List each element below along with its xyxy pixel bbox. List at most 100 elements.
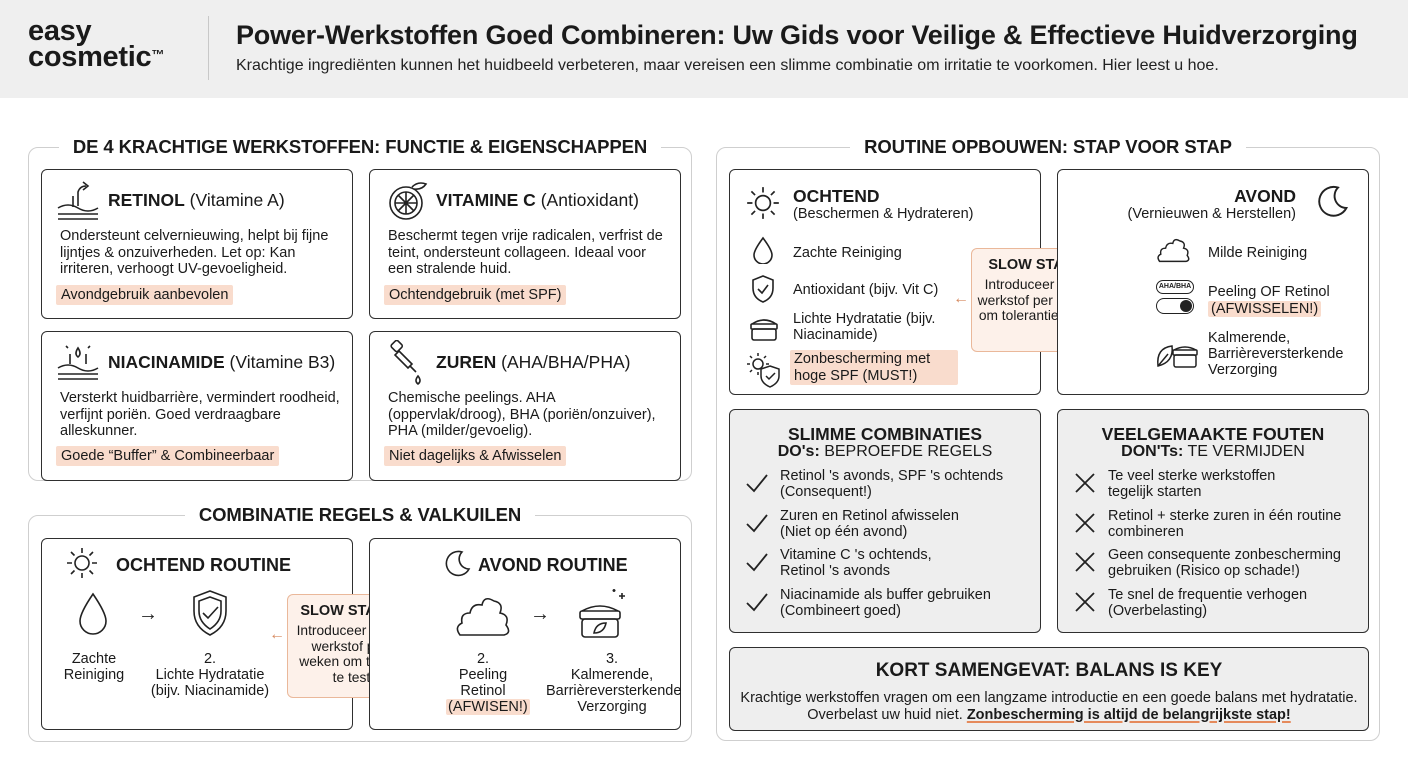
dos-item-1: Retinol 's avonds, SPF 's ochtends (Cons… <box>780 468 1004 500</box>
ochtend-step2-number: 2. <box>203 651 217 667</box>
list-item: Retinol + sterke zuren in één routine co… <box>1072 508 1360 548</box>
dos-item-4: Niacinamide als buffer gebruiken (Combin… <box>780 587 991 619</box>
avond-step3-label: Kalmerende, Barrièreversterkende Verzorg… <box>546 667 682 715</box>
arrow-right-icon: → <box>530 603 550 625</box>
routine-avond-item-2: Peeling OF Retinol <box>1208 284 1330 300</box>
routine-avond-item-2-note: (AFWISSELEN!) <box>1208 301 1322 317</box>
dos-card: SLIMME COMBINATIES DO's: BEPROEFDE REGEL… <box>729 409 1041 633</box>
shield-check-icon <box>190 589 230 637</box>
donts-item-3: Geen consequente zonbescherming gebruike… <box>1108 547 1341 579</box>
routine-ochtend-item-2: Antioxidant (bijv. Vit C) <box>793 282 939 298</box>
ochtend-step2-label: Lichte Hydratatie (bijv. Niacinamide) <box>150 667 270 699</box>
card-vitamine-c: VITAMINE C (Antioxidant) Beschermt tegen… <box>369 169 681 319</box>
arrow-right-icon: → <box>138 603 158 625</box>
werkstoffen-panel: DE 4 KRACHTIGE WERKSTOFFEN: FUNCTIE & EI… <box>28 136 692 481</box>
logo-line2: cosmetic <box>28 41 152 73</box>
routine-ochtend-sub: (Beschermen & Hydrateren) <box>793 206 974 222</box>
dos-title: SLIMME COMBINATIES <box>787 424 983 444</box>
arrow-left-icon: ← <box>269 626 285 643</box>
card-niacinamide-name: NIACINAMIDE <box>108 352 225 372</box>
donts-sub-bold: DON'Ts: <box>1121 443 1184 460</box>
routine-ochtend-item-1: Zachte Reiniging <box>793 245 902 261</box>
sun-icon <box>64 545 100 581</box>
ochtend-routine-title: OCHTEND ROUTINE <box>116 555 291 575</box>
donts-item-2: Retinol + sterke zuren in één routine co… <box>1108 508 1342 540</box>
card-retinol-badge: Avondgebruik aanbevolen <box>56 285 234 305</box>
donts-item-1: Te veel sterke werkstoffen tegelijk star… <box>1108 468 1276 500</box>
checkmark-icon <box>744 470 770 496</box>
routine-ochtend-title: OCHTEND <box>793 186 880 206</box>
skin-renewal-icon <box>56 180 100 222</box>
ochtend-routine-card: OCHTEND ROUTINE → Zachte Reiniging 2. Li… <box>41 538 353 730</box>
routine-avond-card: AVOND (Vernieuwen & Herstellen) Milde Re… <box>1057 169 1369 395</box>
foam-icon <box>1156 236 1192 264</box>
list-item: Te veel sterke werkstoffen tegelijk star… <box>1072 468 1360 508</box>
routine-avond-sub: (Vernieuwen & Herstellen) <box>1127 206 1296 222</box>
routine-panel: ROUTINE OPBOUWEN: STAP VOOR STAP OCHTEND… <box>716 136 1380 741</box>
card-zuren-name: ZUREN <box>436 352 497 372</box>
list-item: Niacinamide als buffer gebruiken (Combin… <box>744 587 1032 627</box>
page-subtitle: Krachtige ingrediënten kunnen het huidbe… <box>236 57 1219 74</box>
card-niacinamide-badge: Goede “Buffer” & Combineerbaar <box>56 446 280 466</box>
brand-logo: easy cosmetic™ <box>28 15 164 73</box>
combinatie-title: COMBINATIE REGELS & VALKUILEN <box>184 504 536 525</box>
moon-icon <box>442 549 472 579</box>
avond-step2-label-a: Peeling <box>458 667 508 683</box>
page-header: easy cosmetic™ Power-Werkstoffen Goed Co… <box>0 0 1408 98</box>
leaf-jar-icon <box>574 587 630 639</box>
sun-icon <box>744 184 782 222</box>
checkmark-icon <box>744 549 770 575</box>
dos-item-2: Zuren en Retinol afwisselen (Niet op één… <box>780 508 959 540</box>
moon-icon <box>1314 184 1350 220</box>
routine-ochtend-item-4: Zonbescherming met hoge SPF (MUST!) <box>790 350 958 385</box>
donts-title: VEELGEMAAKTE FOUTEN <box>1101 424 1325 444</box>
ochtend-step1-label: Zachte Reiniging <box>63 651 125 683</box>
summary-title: KORT SAMENGEVAT: BALANS IS KEY <box>875 660 1223 681</box>
werkstoffen-title: DE 4 KRACHTIGE WERKSTOFFEN: FUNCTIE & EI… <box>58 136 662 157</box>
toggle-icon: AHA/BHA <box>1156 280 1194 314</box>
card-niacinamide: NIACINAMIDE (Vitamine B3) Versterkt huid… <box>41 331 353 481</box>
header-divider <box>208 16 209 80</box>
skin-barrier-icon <box>56 342 100 384</box>
drop-icon <box>76 591 110 637</box>
orange-icon <box>386 180 430 222</box>
routine-title: ROUTINE OPBOUWEN: STAP VOOR STAP <box>850 136 1246 157</box>
card-niacinamide-sub: (Vitamine B3) <box>224 352 336 372</box>
card-vitc-sub: (Antioxidant) <box>535 190 639 210</box>
donts-card: VEELGEMAAKTE FOUTEN DON'Ts: TE VERMIJDEN… <box>1057 409 1369 633</box>
cream-jar-icon <box>748 312 780 342</box>
page-title: Power-Werkstoffen Goed Combineren: Uw Gi… <box>236 20 1358 50</box>
routine-ochtend-item-4-text: Zonbescherming met hoge SPF (MUST!) <box>794 351 931 384</box>
summary-card: KORT SAMENGEVAT: BALANS IS KEY Krachtige… <box>729 647 1369 731</box>
routine-avond-item-1: Milde Reiniging <box>1208 245 1308 261</box>
dropper-icon <box>388 340 428 386</box>
routine-ochtend-item-3: Lichte Hydratatie (bijv. Niacinamide) <box>793 311 943 343</box>
dos-sub-rest: BEPROEFDE REGELS <box>819 443 993 460</box>
list-item: Te snel de frequentie verhogen (Overbela… <box>1072 587 1360 627</box>
list-item: Zuren en Retinol afwisselen (Niet op één… <box>744 508 1032 548</box>
card-zuren-sub: (AHA/BHA/PHA) <box>496 352 631 372</box>
leaf-jar-icon <box>1154 332 1198 370</box>
card-retinol-name: RETINOL <box>108 190 185 210</box>
cross-icon <box>1072 589 1098 615</box>
card-vitc-badge: Ochtendgebruik (met SPF) <box>384 285 567 305</box>
summary-emphasis: Zonbescherming is altijd de belangrijkst… <box>966 706 1291 723</box>
routine-ochtend-item-3-text: Lichte Hydratatie (bijv. Niacinamide) <box>793 311 936 343</box>
cross-icon <box>1072 549 1098 575</box>
list-item: Retinol 's avonds, SPF 's ochtends (Cons… <box>744 468 1032 508</box>
checkmark-icon <box>744 510 770 536</box>
avond-step2-number: 2. <box>476 651 490 667</box>
logo-line1: easy <box>28 15 92 47</box>
card-retinol: RETINOL (Vitamine A) Ondersteunt celvern… <box>41 169 353 319</box>
dos-item-3: Vitamine C 's ochtends, Retinol 's avond… <box>780 547 932 579</box>
card-zuren: ZUREN (AHA/BHA/PHA) Chemische peelings. … <box>369 331 681 481</box>
card-zuren-body: Chemische peelings. AHA (oppervlak/droog… <box>388 390 656 439</box>
cross-icon <box>1072 510 1098 536</box>
avond-routine-card: AVOND ROUTINE → 2. Peeling Retinol (AFWI… <box>369 538 681 730</box>
avond-routine-title: AVOND ROUTINE <box>478 555 628 575</box>
toggle-label: AHA/BHA <box>1156 280 1194 294</box>
card-retinol-body: Ondersteunt celvernieuwing, helpt bij fi… <box>60 228 329 277</box>
list-item: Geen consequente zonbescherming gebruike… <box>1072 547 1360 587</box>
summary-text: Krachtige werkstoffen vragen om een lang… <box>740 690 1358 723</box>
card-niacinamide-body: Versterkt huidbarrière, vermindert roodh… <box>60 390 340 439</box>
